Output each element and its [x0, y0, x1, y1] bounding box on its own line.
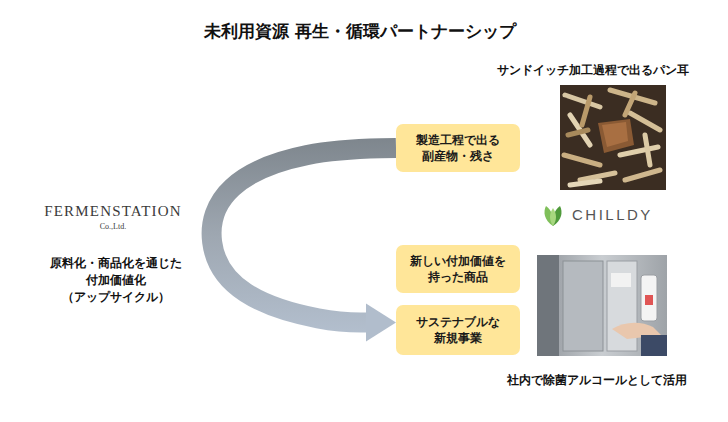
photo-caption: サンドイッチ加工過程で出るパン耳 [497, 62, 689, 79]
diagram-title: 未利用資源 再生・循環パートナーシップ [204, 20, 516, 43]
text-line: 副産物・残さ [416, 148, 500, 164]
bread-crust-photo [560, 85, 666, 190]
box-text: サステナブルな 新規事業 [416, 314, 500, 346]
text-line: （アップサイクル） [50, 289, 182, 306]
process-box: 新しい付加価値を 持った商品 [396, 245, 520, 293]
text-line: 新しい付加価値を [410, 253, 506, 269]
dispenser-photo [537, 255, 667, 356]
text-line: 付加価値化 [50, 272, 182, 289]
process-box: サステナブルな 新規事業 [396, 305, 520, 355]
arrow-band [212, 148, 396, 323]
text-line: サステナブルな [416, 314, 500, 330]
company-suffix: Co.,Ltd. [100, 222, 126, 231]
brand-logo: CHILLDY [572, 206, 653, 223]
text-line: 持った商品 [410, 269, 506, 285]
box-text: 新しい付加価値を 持った商品 [410, 253, 506, 285]
company-logo: FERMENSTATION [44, 203, 182, 220]
cycle-arrow [212, 148, 396, 342]
arrow-head [366, 304, 396, 342]
text-line: 製造工程で出る [416, 132, 500, 148]
leaf-icon [540, 204, 566, 228]
text-line: 新規事業 [416, 330, 500, 346]
text-line: 原料化・商品化を通じた [50, 255, 182, 272]
process-note: 原料化・商品化を通じた 付加価値化 （アップサイクル） [50, 255, 182, 305]
process-box: 製造工程で出る 副産物・残さ [396, 124, 520, 172]
photo-caption: 社内で除菌アルコールとして活用 [507, 372, 687, 389]
box-text: 製造工程で出る 副産物・残さ [416, 132, 500, 164]
